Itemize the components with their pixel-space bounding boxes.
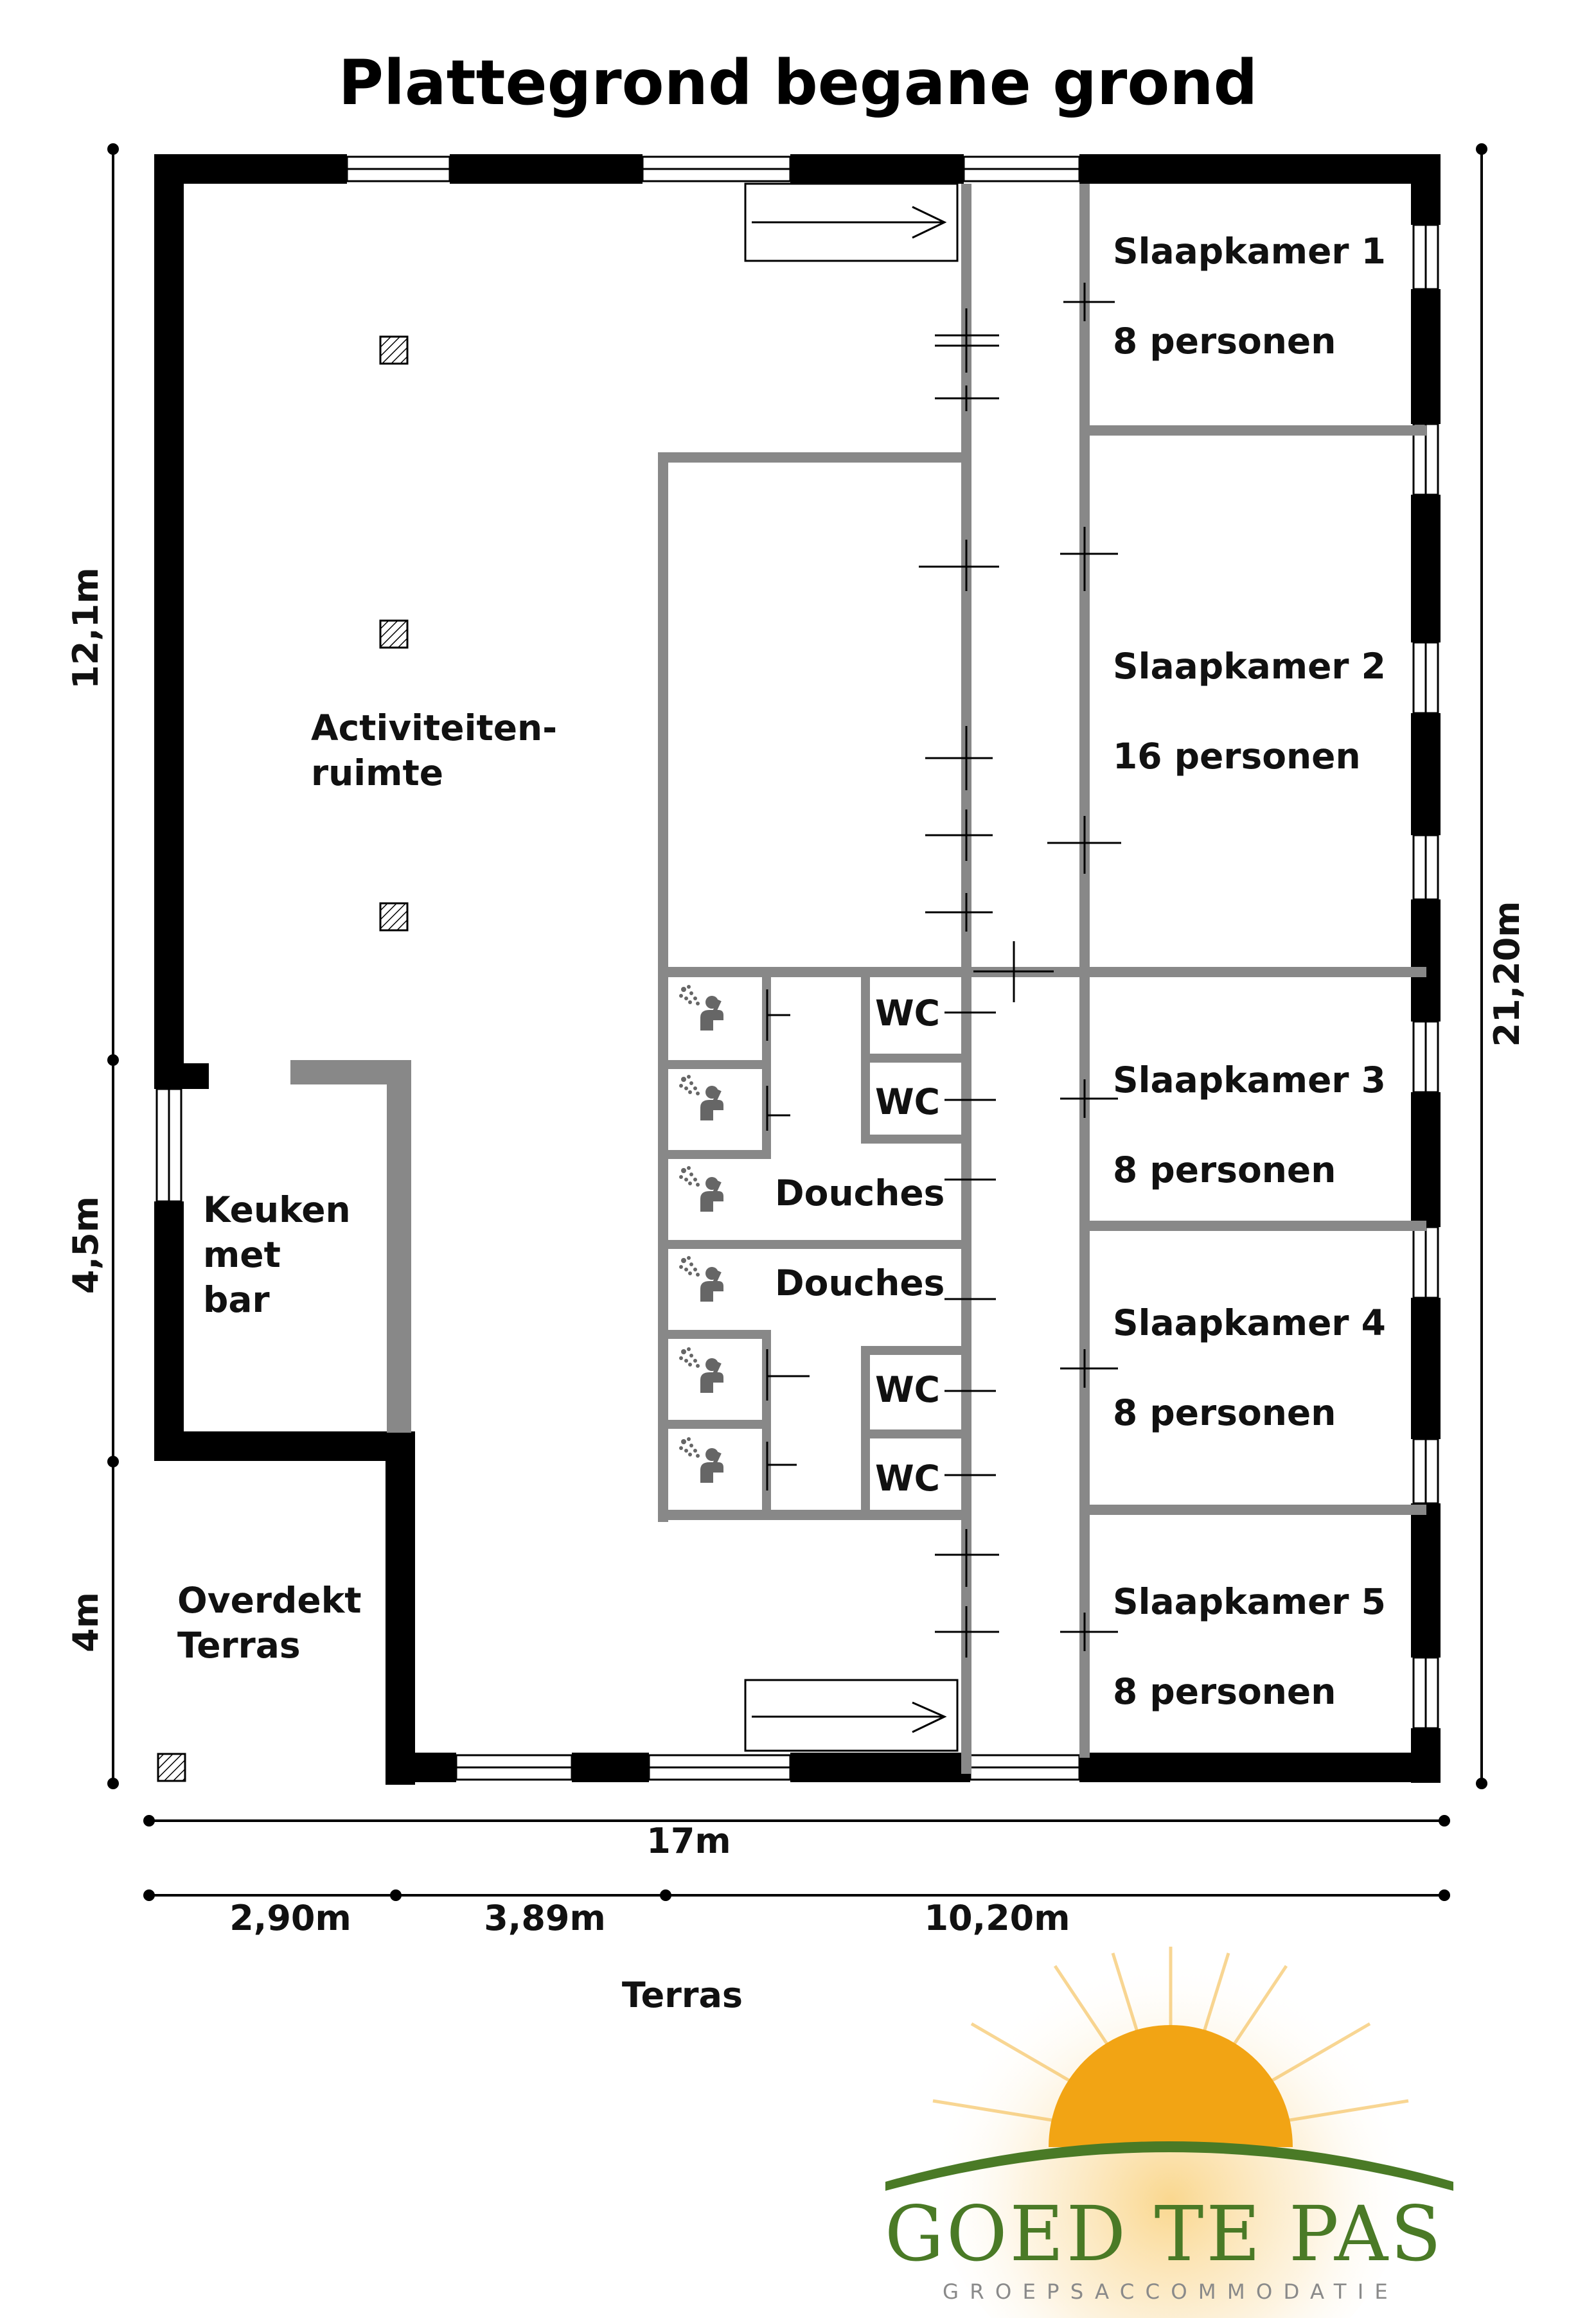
terrace-label: Terras [622,1975,743,2015]
door-icon [766,283,1121,1658]
bedroom-5-capacity: 8 personen [1113,1671,1336,1712]
dimension-left-top: 12,1m [66,567,106,689]
interior-walls [290,184,1426,1774]
wc-label: WC [875,1081,940,1122]
dimension-left-bottom: 4m [66,1592,106,1652]
bedroom-2-capacity: 16 personen [1113,736,1361,777]
kitchen-label: Keuken [203,1189,351,1230]
dimension-lines [107,143,1487,1901]
dimension-bottom-seg1: 2,90m [229,1898,351,1938]
activity-room-label: Activiteiten- [311,707,557,748]
bedroom-4-name: Slaapkamer 4 [1113,1302,1386,1343]
showers-label: Douches [775,1262,944,1304]
dimension-bottom-seg2: 3,89m [484,1898,606,1938]
logo-name: GOED TE PAS [885,2190,1444,2278]
bedroom-2-name: Slaapkamer 2 [1113,646,1386,687]
wc-label: WC [875,993,940,1034]
logo: GOED TE PAS GROEPSACCOMMODATIE [885,1908,1453,2318]
wc-label: WC [875,1458,940,1499]
bedroom-4-capacity: 8 personen [1113,1392,1336,1433]
plan-title: Plattegrond begane grond [339,47,1258,119]
bedroom-1-capacity: 8 personen [1113,321,1336,362]
bedroom-1-name: Slaapkamer 1 [1113,231,1386,272]
dimension-bottom-total: 17m [646,1821,731,1861]
bedroom-3-capacity: 8 personen [1113,1149,1336,1190]
kitchen-label: met [203,1234,281,1275]
dimension-right-total: 21,20m [1487,901,1527,1047]
pillar-icon [157,335,409,1782]
dimension-bottom-seg3: 10,20m [924,1898,1070,1938]
stairs-arrow-icon [744,182,959,1752]
wc-label: WC [875,1369,940,1410]
hill [885,2141,1453,2191]
kitchen-label: bar [203,1279,270,1320]
outer-walls [154,154,1441,1785]
bedroom-3-name: Slaapkamer 3 [1113,1059,1386,1101]
sun [1049,2025,1293,2147]
covered-terrace-label: Terras [177,1625,301,1666]
covered-terrace-label: Overdekt [177,1580,362,1621]
activity-room-label: ruimte [311,752,443,793]
showers-label: Douches [775,1172,944,1214]
logo-tagline: GROEPSACCOMMODATIE [943,2279,1399,2304]
shower-icon [675,980,725,1483]
dimension-left-middle: 4,5m [66,1196,106,1294]
bedroom-5-name: Slaapkamer 5 [1113,1581,1386,1622]
